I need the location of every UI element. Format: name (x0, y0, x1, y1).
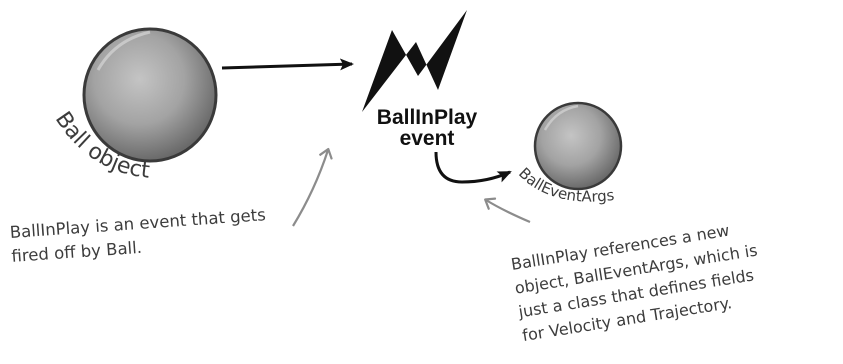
event-to-args-arrow (434, 151, 512, 184)
event-name-label: BallInPlay (377, 106, 478, 129)
event-note-pointer (292, 150, 328, 227)
args-note-pointer (486, 200, 531, 224)
ball-event-args-sphere (533, 101, 623, 191)
ball-to-event-arrow (221, 58, 354, 71)
args-note: BallInPlay references a new object, Ball… (510, 221, 759, 345)
ball-object-sphere (82, 27, 218, 163)
event-kind-label: event (400, 127, 455, 150)
event-note-line-2: fired off by Ball. (11, 238, 143, 266)
event-note-line-1: BallInPlay is an event that gets (9, 205, 266, 242)
event-note: BallInPlay is an event that gets fired o… (9, 205, 266, 266)
lightning-bolt-icon (362, 10, 467, 112)
